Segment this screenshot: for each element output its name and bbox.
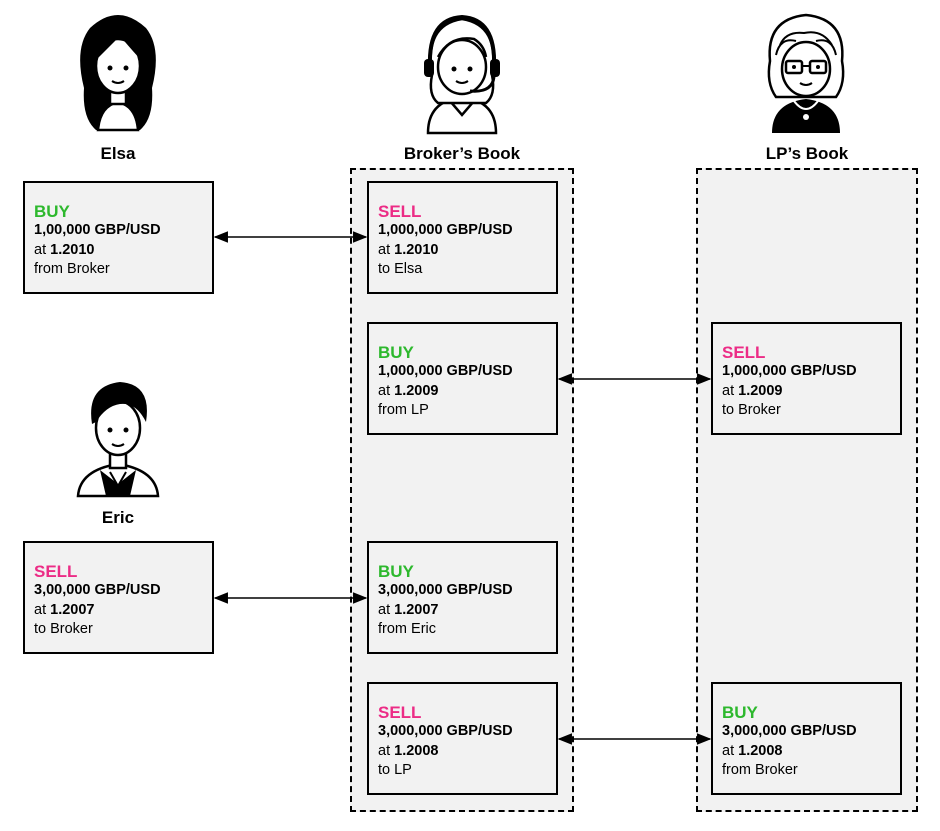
trade-quantity: 3,000,000 GBP/USD xyxy=(378,723,513,739)
trade-rate: 1.2010 xyxy=(394,241,439,258)
trade-counterparty: from Broker xyxy=(34,261,110,277)
trade-rate: 1.2009 xyxy=(738,382,783,399)
trade-quantity: 1,00,000 GBP/USD xyxy=(34,222,161,238)
trade-side: BUY xyxy=(34,202,70,221)
broker-book-label: Broker’s Book xyxy=(403,144,521,163)
lp-buy-card: BUY 3,000,000 GBP/USD at 1.2008 from Bro… xyxy=(711,682,902,795)
at-label: at xyxy=(34,601,51,618)
trade-side: SELL xyxy=(722,343,766,362)
trade-counterparty: to LP xyxy=(378,762,412,778)
eric-label: Eric xyxy=(101,508,135,527)
broker-sell-lp-card: SELL 3,000,000 GBP/USD at 1.2008 to LP xyxy=(367,682,558,795)
trade-counterparty: to Elsa xyxy=(378,261,423,277)
man-avatar xyxy=(76,382,160,498)
trade-counterparty: to Broker xyxy=(34,621,93,637)
trade-side: SELL xyxy=(34,562,78,581)
woman-long-hair-avatar xyxy=(80,15,156,132)
broker-buy-lp-card: BUY 1,000,000 GBP/USD at 1.2009 from LP xyxy=(367,322,558,435)
older-woman-glasses-avatar xyxy=(767,13,845,133)
trade-counterparty: from Eric xyxy=(378,621,436,637)
woman-headset-avatar xyxy=(424,14,500,135)
eric-sell-card: SELL 3,00,000 GBP/USD at 1.2007 to Broke… xyxy=(23,541,214,654)
trade-rate: 1.2008 xyxy=(738,742,783,759)
trade-quantity: 1,000,000 GBP/USD xyxy=(378,222,513,238)
at-label: at xyxy=(378,382,395,399)
at-label: at xyxy=(34,241,51,258)
trade-counterparty: to Broker xyxy=(722,402,781,418)
trade-rate: 1.2007 xyxy=(50,601,95,618)
trade-side: SELL xyxy=(378,703,422,722)
at-label: at xyxy=(378,742,395,759)
trade-rate: 1.2010 xyxy=(50,241,95,258)
trade-side: SELL xyxy=(378,202,422,221)
trade-counterparty: from Broker xyxy=(722,762,798,778)
trade-side: BUY xyxy=(378,343,414,362)
trade-rate: 1.2008 xyxy=(394,742,439,759)
lp-sell-card: SELL 1,000,000 GBP/USD at 1.2009 to Brok… xyxy=(711,322,902,435)
trade-side: BUY xyxy=(378,562,414,581)
broker-buy-eric-card: BUY 3,000,000 GBP/USD at 1.2007 from Eri… xyxy=(367,541,558,654)
lp-book-label: LP’s Book xyxy=(765,144,849,163)
trade-side: BUY xyxy=(722,703,758,722)
broker-sell-elsa-card: SELL 1,000,000 GBP/USD at 1.2010 to Elsa xyxy=(367,181,558,294)
trade-counterparty: from LP xyxy=(378,402,429,418)
at-label: at xyxy=(378,241,395,258)
trade-quantity: 1,000,000 GBP/USD xyxy=(722,363,857,379)
trade-quantity: 3,00,000 GBP/USD xyxy=(34,582,161,598)
at-label: at xyxy=(722,382,739,399)
trade-quantity: 3,000,000 GBP/USD xyxy=(722,723,857,739)
trade-quantity: 3,000,000 GBP/USD xyxy=(378,582,513,598)
trade-rate: 1.2009 xyxy=(394,382,439,399)
elsa-label: Elsa xyxy=(100,144,136,163)
at-label: at xyxy=(378,601,395,618)
elsa-buy-card: BUY 1,00,000 GBP/USD at 1.2010 from Brok… xyxy=(23,181,214,294)
trade-rate: 1.2007 xyxy=(394,601,439,618)
at-label: at xyxy=(722,742,739,759)
trade-quantity: 1,000,000 GBP/USD xyxy=(378,363,513,379)
